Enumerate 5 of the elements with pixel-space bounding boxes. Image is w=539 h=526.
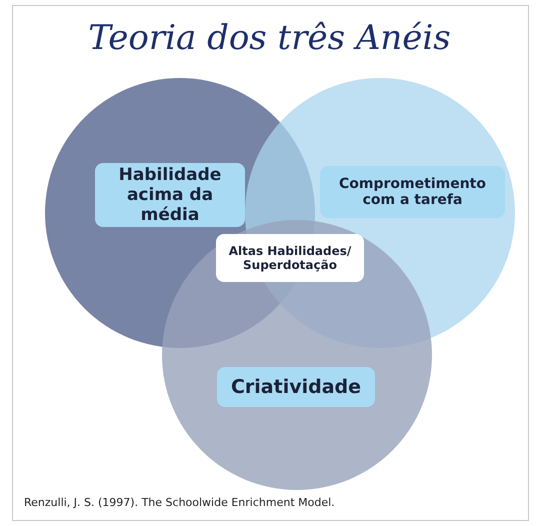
diagram-title: Teoria dos três Anéis <box>87 18 452 58</box>
citation-caption: Renzulli, J. S. (1997). The Schoolwide Enrichment Model. <box>24 496 335 509</box>
label-box: Criatividade <box>217 367 375 407</box>
label-box: Comprometimento com a tarefa <box>320 166 505 218</box>
label-box: Habilidade acima da média <box>95 163 245 227</box>
